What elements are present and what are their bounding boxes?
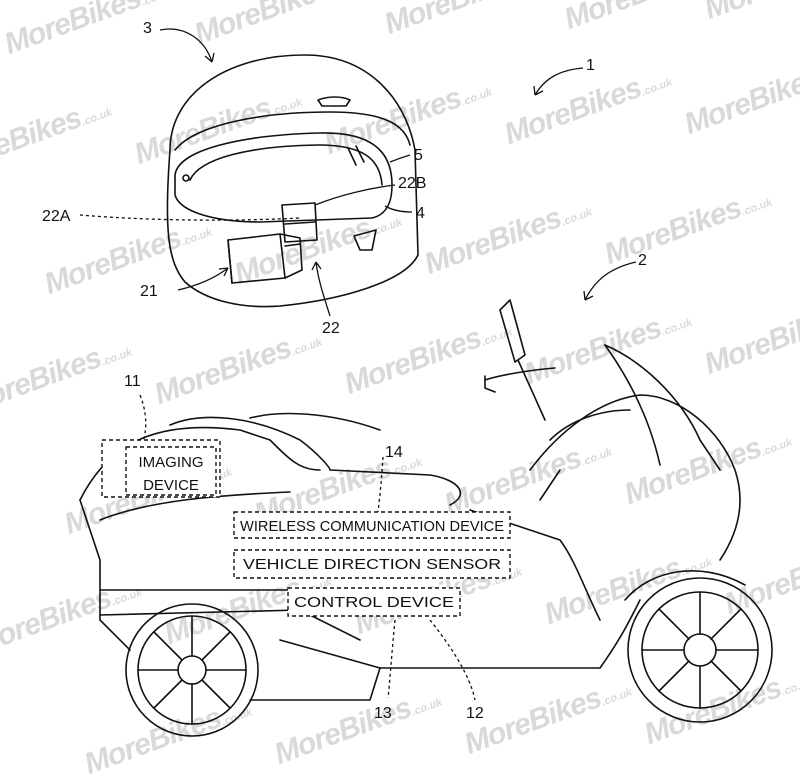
ref-2: 2 — [638, 252, 647, 269]
ref-13: 13 — [374, 705, 392, 722]
vehicle-direction-sensor-box — [233, 549, 511, 579]
imaging-device-box — [125, 446, 217, 496]
wireless-communication-box — [233, 511, 511, 539]
imaging-device-label-1: IMAGING — [138, 454, 203, 471]
ref-21: 21 — [140, 283, 158, 300]
helmet — [166, 54, 419, 308]
ref-12: 12 — [466, 705, 484, 722]
windshield — [604, 344, 721, 471]
helmet-visor — [174, 132, 393, 223]
display-module — [227, 233, 286, 284]
wireless-communication-label: WIRELESS COMMUNICATION DEVICE — [240, 518, 504, 535]
seat — [169, 416, 462, 506]
ref-22: 22 — [322, 320, 340, 337]
ref-4: 4 — [416, 205, 425, 222]
ref-1: 1 — [586, 57, 595, 74]
control-device-label: CONTROL DEVICE — [294, 594, 454, 611]
ref-14: 14 — [385, 444, 403, 461]
ref-11: 11 — [124, 373, 141, 390]
ref-5: 5 — [414, 147, 423, 164]
handlebar — [499, 299, 526, 363]
ref-22b: 22B — [398, 175, 426, 192]
ref-22a: 22A — [42, 208, 71, 225]
control-device-box — [287, 587, 461, 617]
ref-3: 3 — [143, 20, 152, 37]
projector-unit — [281, 202, 318, 243]
vehicle-direction-sensor-label: VEHICLE DIRECTION SENSOR — [243, 556, 501, 573]
motorcycle — [79, 299, 773, 737]
imaging-device-label-2: DEVICE — [143, 477, 199, 494]
